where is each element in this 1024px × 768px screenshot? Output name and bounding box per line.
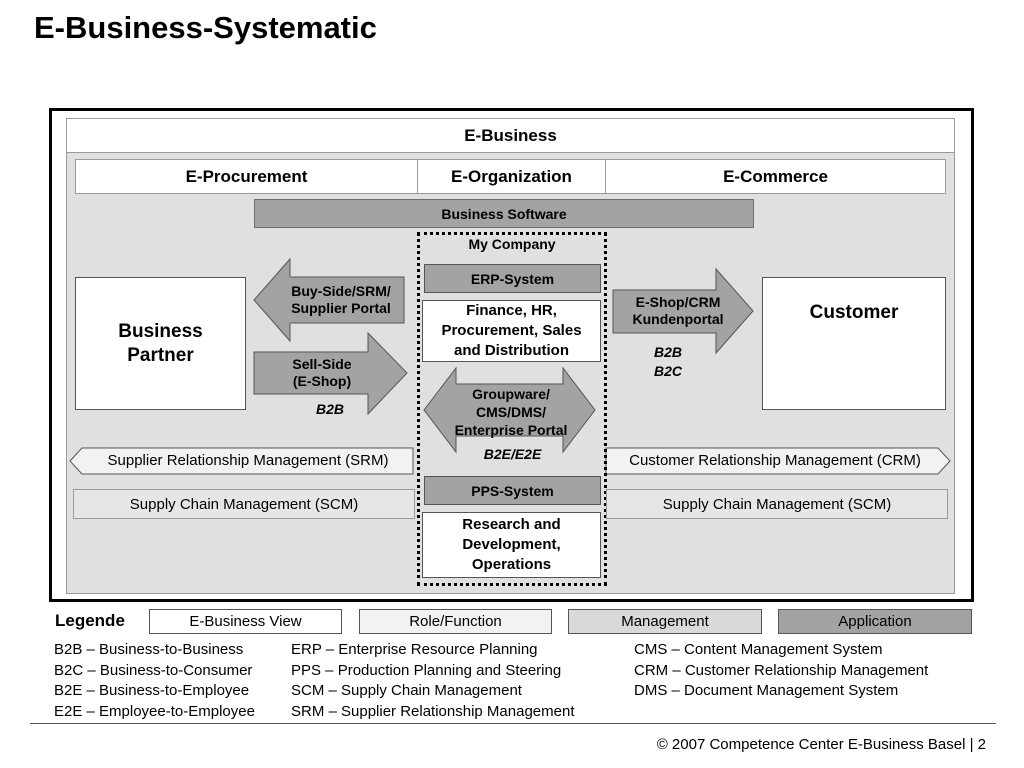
business-partner-line: Partner bbox=[127, 344, 194, 366]
abbreviation-item: B2E – Business-to-Employee bbox=[54, 682, 250, 700]
diagram-frame bbox=[49, 108, 974, 602]
legend-management: Management bbox=[568, 609, 762, 634]
legend-role-function: Role/Function bbox=[359, 609, 552, 634]
sell-side-label: Sell-Side (E-Shop) bbox=[252, 356, 392, 390]
legend-application: Application bbox=[778, 609, 972, 634]
crm-label: Customer Relationship Management (CRM) bbox=[629, 452, 921, 469]
page-title: E-Business-Systematic bbox=[34, 10, 377, 45]
legend-ebusiness-view: E-Business View bbox=[149, 609, 342, 634]
abbreviations-column-3: CMS – Content Management System CRM – Cu… bbox=[634, 640, 928, 702]
eshop-line: E-Shop/CRM bbox=[635, 294, 721, 310]
sell-side-arrow bbox=[253, 331, 408, 416]
footer-divider bbox=[30, 723, 996, 724]
scm-right-bar: Supply Chain Management (SCM) bbox=[606, 489, 948, 519]
ebusiness-header: E-Business bbox=[67, 119, 954, 153]
abbreviation-item: B2C – Business-to-Consumer bbox=[54, 661, 253, 679]
groupware-line: Enterprise Portal bbox=[454, 422, 568, 438]
buy-side-arrow bbox=[253, 257, 405, 343]
abbreviation-item: ERP – Enterprise Resource Planning bbox=[291, 641, 538, 658]
srm-banner bbox=[69, 447, 414, 475]
abbreviation-item: CMS – Content Management System bbox=[634, 641, 883, 658]
abbreviation-item: CRM – Customer Relationship Management bbox=[634, 661, 929, 679]
finance-line: and Distribution bbox=[454, 342, 569, 359]
abbreviation-item: E2E – Employee-to-Employee bbox=[54, 703, 255, 721]
finance-line: Procurement, Sales bbox=[441, 322, 582, 339]
ebusiness-columns: E-Procurement E-Organization E-Commerce bbox=[75, 159, 946, 194]
groupware-double-arrow bbox=[423, 366, 596, 454]
research-line: Development, bbox=[462, 536, 561, 553]
column-e-procurement: E-Procurement bbox=[76, 160, 418, 193]
groupware-line: CMS/DMS/ bbox=[476, 404, 546, 420]
scm-left-bar: Supply Chain Management (SCM) bbox=[73, 489, 415, 519]
finance-line: Finance, HR, bbox=[466, 302, 557, 319]
buy-side-label: Buy-Side/SRM/ Supplier Portal bbox=[270, 283, 412, 317]
srm-label: Supplier Relationship Management (SRM) bbox=[107, 452, 389, 469]
column-e-commerce: E-Commerce bbox=[723, 166, 828, 186]
abbreviation-item: PPS – Production Planning and Steering bbox=[291, 661, 562, 679]
legend-title: Legende bbox=[55, 611, 125, 630]
research-line: Operations bbox=[471, 556, 552, 573]
b2e-e2e-label: B2E/E2E bbox=[483, 446, 542, 462]
buy-side-line: Buy-Side/SRM/ bbox=[291, 283, 391, 299]
footer-copyright: © 2007 Competence Center E-Business Base… bbox=[656, 736, 986, 753]
column-e-organization: E-Organization bbox=[418, 160, 606, 193]
finance-box: Finance, HR, Procurement, Sales and Dist… bbox=[422, 300, 601, 362]
b2b-left-label: B2B bbox=[315, 401, 344, 417]
business-partner-line: Business bbox=[118, 320, 203, 342]
abbreviations-column-2: ERP – Enterprise Resource Planning PPS –… bbox=[291, 640, 574, 723]
eshop-crm-label: E-Shop/CRM Kundenportal bbox=[608, 294, 748, 328]
business-software-bar: Business Software bbox=[254, 199, 754, 228]
groupware-label: Groupware/ CMS/DMS/ Enterprise Portal bbox=[430, 385, 592, 439]
erp-system-box: ERP-System bbox=[424, 264, 601, 293]
abbreviation-item: DMS – Document Management System bbox=[634, 682, 899, 700]
abbreviation-item: B2B – Business-to-Business bbox=[54, 641, 244, 658]
sell-side-line: Sell-Side bbox=[292, 356, 352, 372]
b2c-right-line: B2C bbox=[653, 363, 682, 379]
abbreviation-item: SCM – Supply Chain Management bbox=[291, 682, 522, 700]
customer-box: Customer bbox=[762, 277, 946, 410]
my-company-boundary bbox=[417, 232, 607, 586]
eshop-line: Kundenportal bbox=[632, 311, 724, 327]
buy-side-line: Supplier Portal bbox=[291, 300, 391, 316]
groupware-line: Groupware/ bbox=[472, 386, 550, 402]
b2b-right-line: B2B bbox=[653, 344, 682, 360]
pps-system-box: PPS-System bbox=[424, 476, 601, 505]
my-company-label: My Company bbox=[468, 236, 556, 252]
research-line: Research and bbox=[462, 516, 561, 533]
abbreviation-item: SRM – Supplier Relationship Management bbox=[291, 703, 575, 721]
eshop-crm-arrow bbox=[612, 267, 754, 355]
business-partner-box: Business Partner bbox=[75, 277, 246, 410]
research-box: Research and Development, Operations bbox=[422, 512, 601, 578]
abbreviations-column-1: B2B – Business-to-Business B2C – Busines… bbox=[54, 640, 255, 723]
b2b-b2c-label: B2B B2C bbox=[638, 343, 698, 381]
sell-side-line: (E-Shop) bbox=[292, 373, 352, 389]
